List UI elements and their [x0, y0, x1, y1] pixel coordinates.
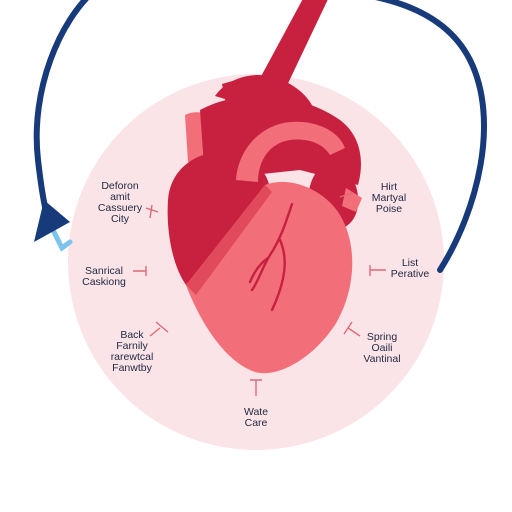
- label-right-middle: List Perative: [390, 257, 430, 280]
- label-right-bottom: Spring Oaili Vantinal: [363, 331, 401, 365]
- tick-left-bottom: [149, 321, 169, 337]
- label-left-bottom: Back Farnily rarewtcal Fanwtby: [110, 329, 154, 374]
- tick-right-bottom: [343, 321, 361, 337]
- connector-ticks: [133, 192, 386, 396]
- label-left-top: Deforon amit Cassuery City: [97, 180, 143, 225]
- tick-right-middle: [369, 265, 386, 276]
- tick-left-top: [145, 204, 159, 219]
- tick-left-middle: [133, 266, 147, 276]
- label-left-middle: Sanrical Caskiong: [82, 265, 126, 288]
- label-right-top: Hirt Martyal Poise: [371, 181, 407, 215]
- label-bottom: Wate Care: [243, 406, 269, 429]
- tick-bottom: [250, 379, 262, 396]
- heart-icon: [167, 0, 362, 374]
- tick-right-top: [339, 192, 353, 198]
- circular-arrow-icon: [33, 0, 487, 273]
